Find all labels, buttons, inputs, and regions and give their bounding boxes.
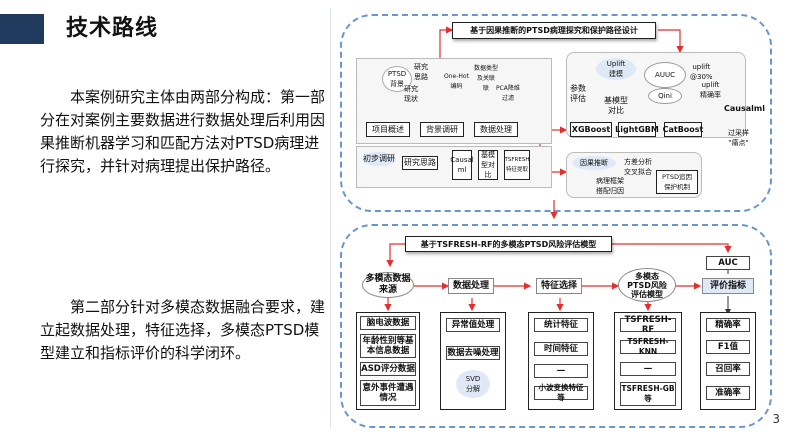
metric-recall: 召回率 <box>706 362 750 376</box>
ptsd-background-node: PTSD 背景 <box>382 66 412 92</box>
metric-f1: F1值 <box>706 340 750 354</box>
variance-analysis-label: 方差分析 交叉拟合 <box>624 158 652 176</box>
source-asd-score: ASD评分数据 <box>360 362 416 376</box>
uplift-model-node: Uplift 建模 <box>596 58 636 80</box>
top-panel-header: 基于因果推断的PTSD病理探究和保护路径设计 <box>452 22 656 39</box>
research-idea-label: 研究 思路 <box>414 63 428 81</box>
feature-selection-node: 特征选择 <box>536 278 582 294</box>
model-catboost: CatBoost <box>663 122 703 137</box>
data-processing-box: 数据处理 <box>474 122 518 137</box>
protection-mechanism-box: PTSD追因 保护机制 <box>656 170 698 194</box>
evaluation-metrics-node: 评价指标 <box>702 278 754 294</box>
multimodal-source-node: 多模态数据 来源 <box>362 272 414 298</box>
base-model-label: 基模型 对比 <box>604 96 628 115</box>
source-basic-info: 年龄性别等基本信息数据 <box>360 334 416 358</box>
preliminary-research-node: 初步调研 <box>362 152 396 166</box>
intro-paragraph-2: 第二部分针对多模态数据融合要求，建立起数据处理，特征选择，多模态PTSD模型建立… <box>40 298 326 362</box>
tsfresh-extract-box: TSFRESH 特征提取 <box>504 150 530 180</box>
onehot-label: One-Hot 编码 <box>444 73 469 90</box>
qini-node: Qini <box>648 88 682 104</box>
uplift-precision-label: uplift 精确率 <box>700 81 721 99</box>
param-eval-label: 参数 评估 <box>570 84 586 103</box>
feature-ellipsis: — <box>534 364 588 378</box>
causal-inference-node: 因果推断 <box>572 156 616 170</box>
feature-statistical: 统计特征 <box>534 318 588 332</box>
model-xgboost: XGBoost <box>570 122 612 137</box>
svd-node: SVD 分解 <box>456 370 490 398</box>
data-type-label: 数据类型 及关联 联 <box>474 65 499 92</box>
auuc-node: AUUC <box>644 62 686 88</box>
pca-label: PCA降维 过滤 <box>496 85 520 102</box>
column-divider <box>330 8 331 428</box>
source-eeg-data: 脑电波数据 <box>360 316 416 330</box>
research-status-label: 研究 现状 <box>404 85 418 103</box>
denoise-processing: 数据去噪处理 <box>446 346 500 360</box>
project-overview-box: 项目概述 <box>366 122 410 137</box>
pathology-framework-label: 病理框架 搭配归因 <box>596 177 624 195</box>
metric-auc: AUC <box>706 256 750 270</box>
causalml-label: Causalml <box>724 104 765 113</box>
model-ellipsis: — <box>620 362 676 376</box>
feature-time: 时间特征 <box>534 342 588 356</box>
top-panel <box>340 14 772 212</box>
feature-wavelet: 小波变换特征等 <box>534 383 588 402</box>
model-tsfresh-gb: TSFRESH-GB 等 <box>620 382 676 406</box>
metric-accuracy: 准确率 <box>706 386 750 400</box>
outlier-processing: 异常值处理 <box>446 318 500 332</box>
bottom-panel-header: 基于TSFRESH-RF的多模态PTSD风险评估模型 <box>405 236 612 252</box>
risk-model-node: 多模态 PTSD风险 评估模型 <box>618 268 676 302</box>
intro-paragraph-1: 本案例研究主体由两部分构成：第一部分在对案例主要数据进行数据处理后利用因果推断机… <box>40 88 326 175</box>
data-processing-node: 数据处理 <box>448 278 494 294</box>
page-number: 3 <box>772 412 780 426</box>
base-model-compare-box: 基模 型对 比 <box>478 150 498 180</box>
bottom-panel <box>340 224 772 428</box>
causalml-box: Causal ml <box>450 150 474 180</box>
metric-precision: 精确率 <box>706 318 750 332</box>
page-title: 技术路线 <box>66 16 159 41</box>
model-lightgbm: LightGBM <box>615 122 659 137</box>
model-tsfresh-knn: TSFRESH-KNN <box>620 337 676 356</box>
background-research-box: 背景调研 <box>420 122 464 137</box>
source-accident: 意外事件遭遇情况 <box>360 380 416 406</box>
uplift30-label: uplift @30% <box>690 63 713 81</box>
title-accent-bar <box>0 14 44 44</box>
overfit-pain-point: 过采样 "痛点" <box>728 129 749 147</box>
model-tsfresh-rf: TSFRESH-RF <box>620 315 676 335</box>
research-path-box: 研究思路 <box>402 156 438 170</box>
